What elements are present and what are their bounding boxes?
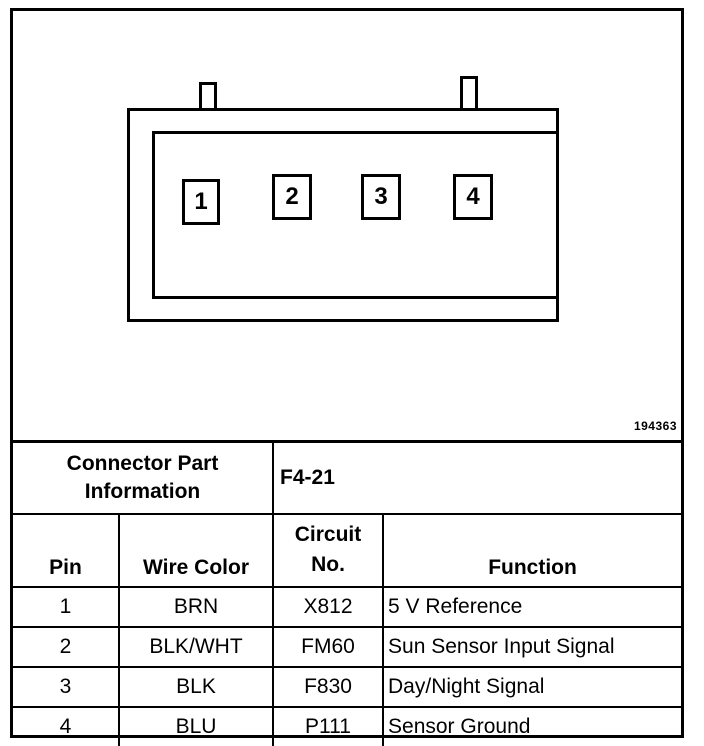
connector-pin-2: 2 [272, 174, 312, 220]
connector-pin-4: 4 [453, 174, 493, 220]
connector-outer-housing [127, 108, 559, 322]
connector-part-info-label: Connector Part Information [13, 443, 275, 515]
table-row: 1 BRN X812 5 V Reference [13, 586, 682, 628]
table-row: 3 BLK F830 Day/Night Signal [13, 666, 682, 708]
header-wire-color: Wire Color [117, 513, 275, 588]
function-cell: 5 V Reference [382, 586, 682, 628]
pin-cell: 4 [13, 706, 120, 746]
pin-cell: 3 [13, 666, 120, 708]
table-header-row: Pin Wire Color Circuit No. Function [13, 513, 682, 588]
wire-color-cell: BLK/WHT [117, 626, 275, 668]
connector-latch-left [199, 82, 217, 108]
pin-cell: 1 [13, 586, 120, 628]
function-cell: Sensor Ground [382, 706, 682, 746]
connector-latch-right [460, 76, 478, 108]
connector-pin-3: 3 [361, 174, 401, 220]
header-pin: Pin [13, 513, 120, 588]
wire-color-cell: BLU [117, 706, 275, 746]
connector-part-info-value: F4-21 [272, 443, 682, 515]
function-cell: Day/Night Signal [382, 666, 682, 708]
function-cell: Sun Sensor Input Signal [382, 626, 682, 668]
figure-number: 194363 [633, 419, 677, 433]
circuit-cell: FM60 [272, 626, 385, 668]
connector-inner-cavity [152, 131, 559, 299]
header-circuit-no: Circuit No. [272, 513, 385, 588]
connector-info-frame: 1 2 3 4 194363 Connector Part Informatio… [10, 8, 684, 746]
connector-pin-1: 1 [182, 179, 220, 225]
circuit-cell: X812 [272, 586, 385, 628]
table-row: 2 BLK/WHT FM60 Sun Sensor Input Signal [13, 626, 682, 668]
wire-color-cell: BRN [117, 586, 275, 628]
connector-diagram: 1 2 3 4 194363 [13, 11, 681, 439]
header-function: Function [382, 513, 682, 588]
connector-pinout-table: Connector Part Information F4-21 Pin Wir… [13, 443, 682, 746]
table-row: 4 BLU P111 Sensor Ground [13, 706, 682, 746]
wire-color-cell: BLK [117, 666, 275, 708]
pin-cell: 2 [13, 626, 120, 668]
connector-part-info-label-text: Connector Part Information [66, 452, 219, 503]
connector-part-info-row: Connector Part Information F4-21 [13, 443, 682, 515]
circuit-cell: P111 [272, 706, 385, 746]
circuit-cell: F830 [272, 666, 385, 708]
diagram-table-divider [13, 440, 681, 443]
